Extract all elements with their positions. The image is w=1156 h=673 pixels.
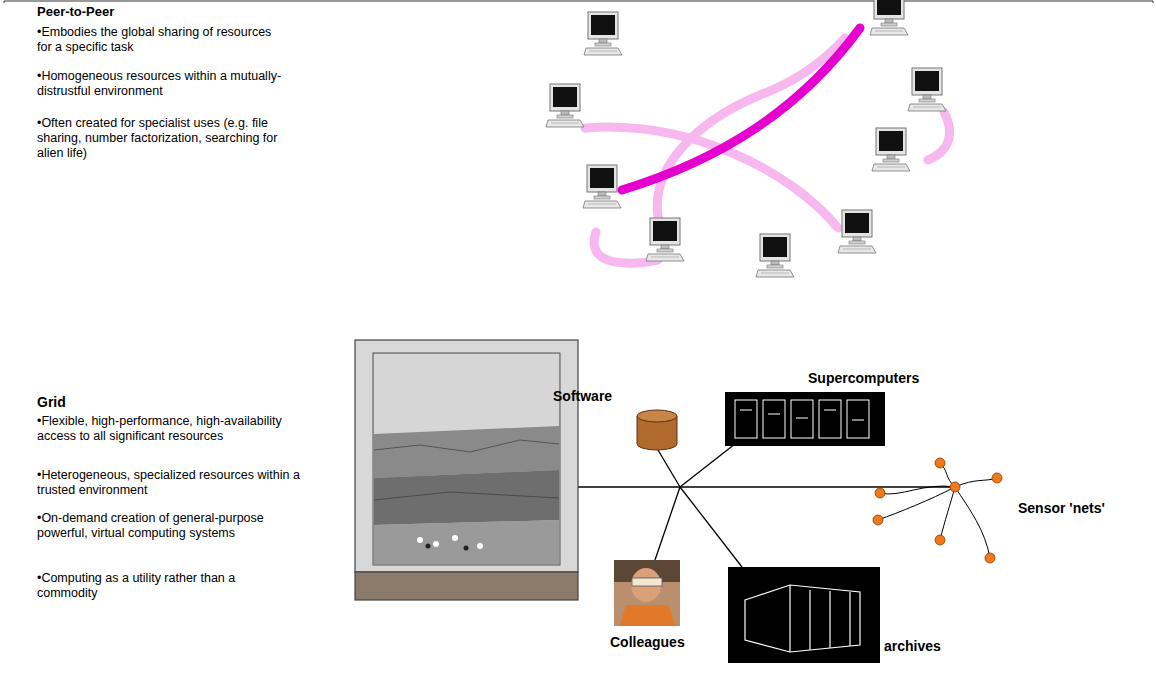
bullet-text: •Embodies the global sharing of resource… <box>37 25 287 55</box>
bullet-text: •Homogeneous resources within a mutually… <box>37 69 287 99</box>
p2p-links <box>585 28 950 263</box>
bullet-text: •Computing as a utility rather than a co… <box>37 571 297 601</box>
bullet-text: •Heterogeneous, specialized resources wi… <box>37 468 317 498</box>
item-label: Supercomputers <box>808 370 958 387</box>
item-label: Software <box>553 388 653 405</box>
section-heading: Peer-to-Peer <box>37 4 297 19</box>
slide-frame <box>4 1 1153 3</box>
grid-links <box>578 440 955 567</box>
section-heading: Grid <box>37 394 237 411</box>
sensor-network <box>873 458 1002 563</box>
item-label: archives <box>884 638 984 655</box>
item-label: Colleagues <box>610 634 710 651</box>
desktop-monitor <box>355 340 578 600</box>
bullet-text: •Often created for specialist uses (e.g.… <box>37 116 287 160</box>
database-cylinder <box>637 410 677 450</box>
supercomputer-picture <box>725 392 885 446</box>
item-label: Sensor 'nets' <box>1018 500 1128 517</box>
bullet-text: •Flexible, high-performance, high-availa… <box>37 414 307 444</box>
bullet-text: •On-demand creation of general-purpose p… <box>37 511 297 541</box>
colleague-photo <box>614 560 680 626</box>
archive-picture <box>728 567 880 663</box>
computer-icons <box>546 0 946 277</box>
